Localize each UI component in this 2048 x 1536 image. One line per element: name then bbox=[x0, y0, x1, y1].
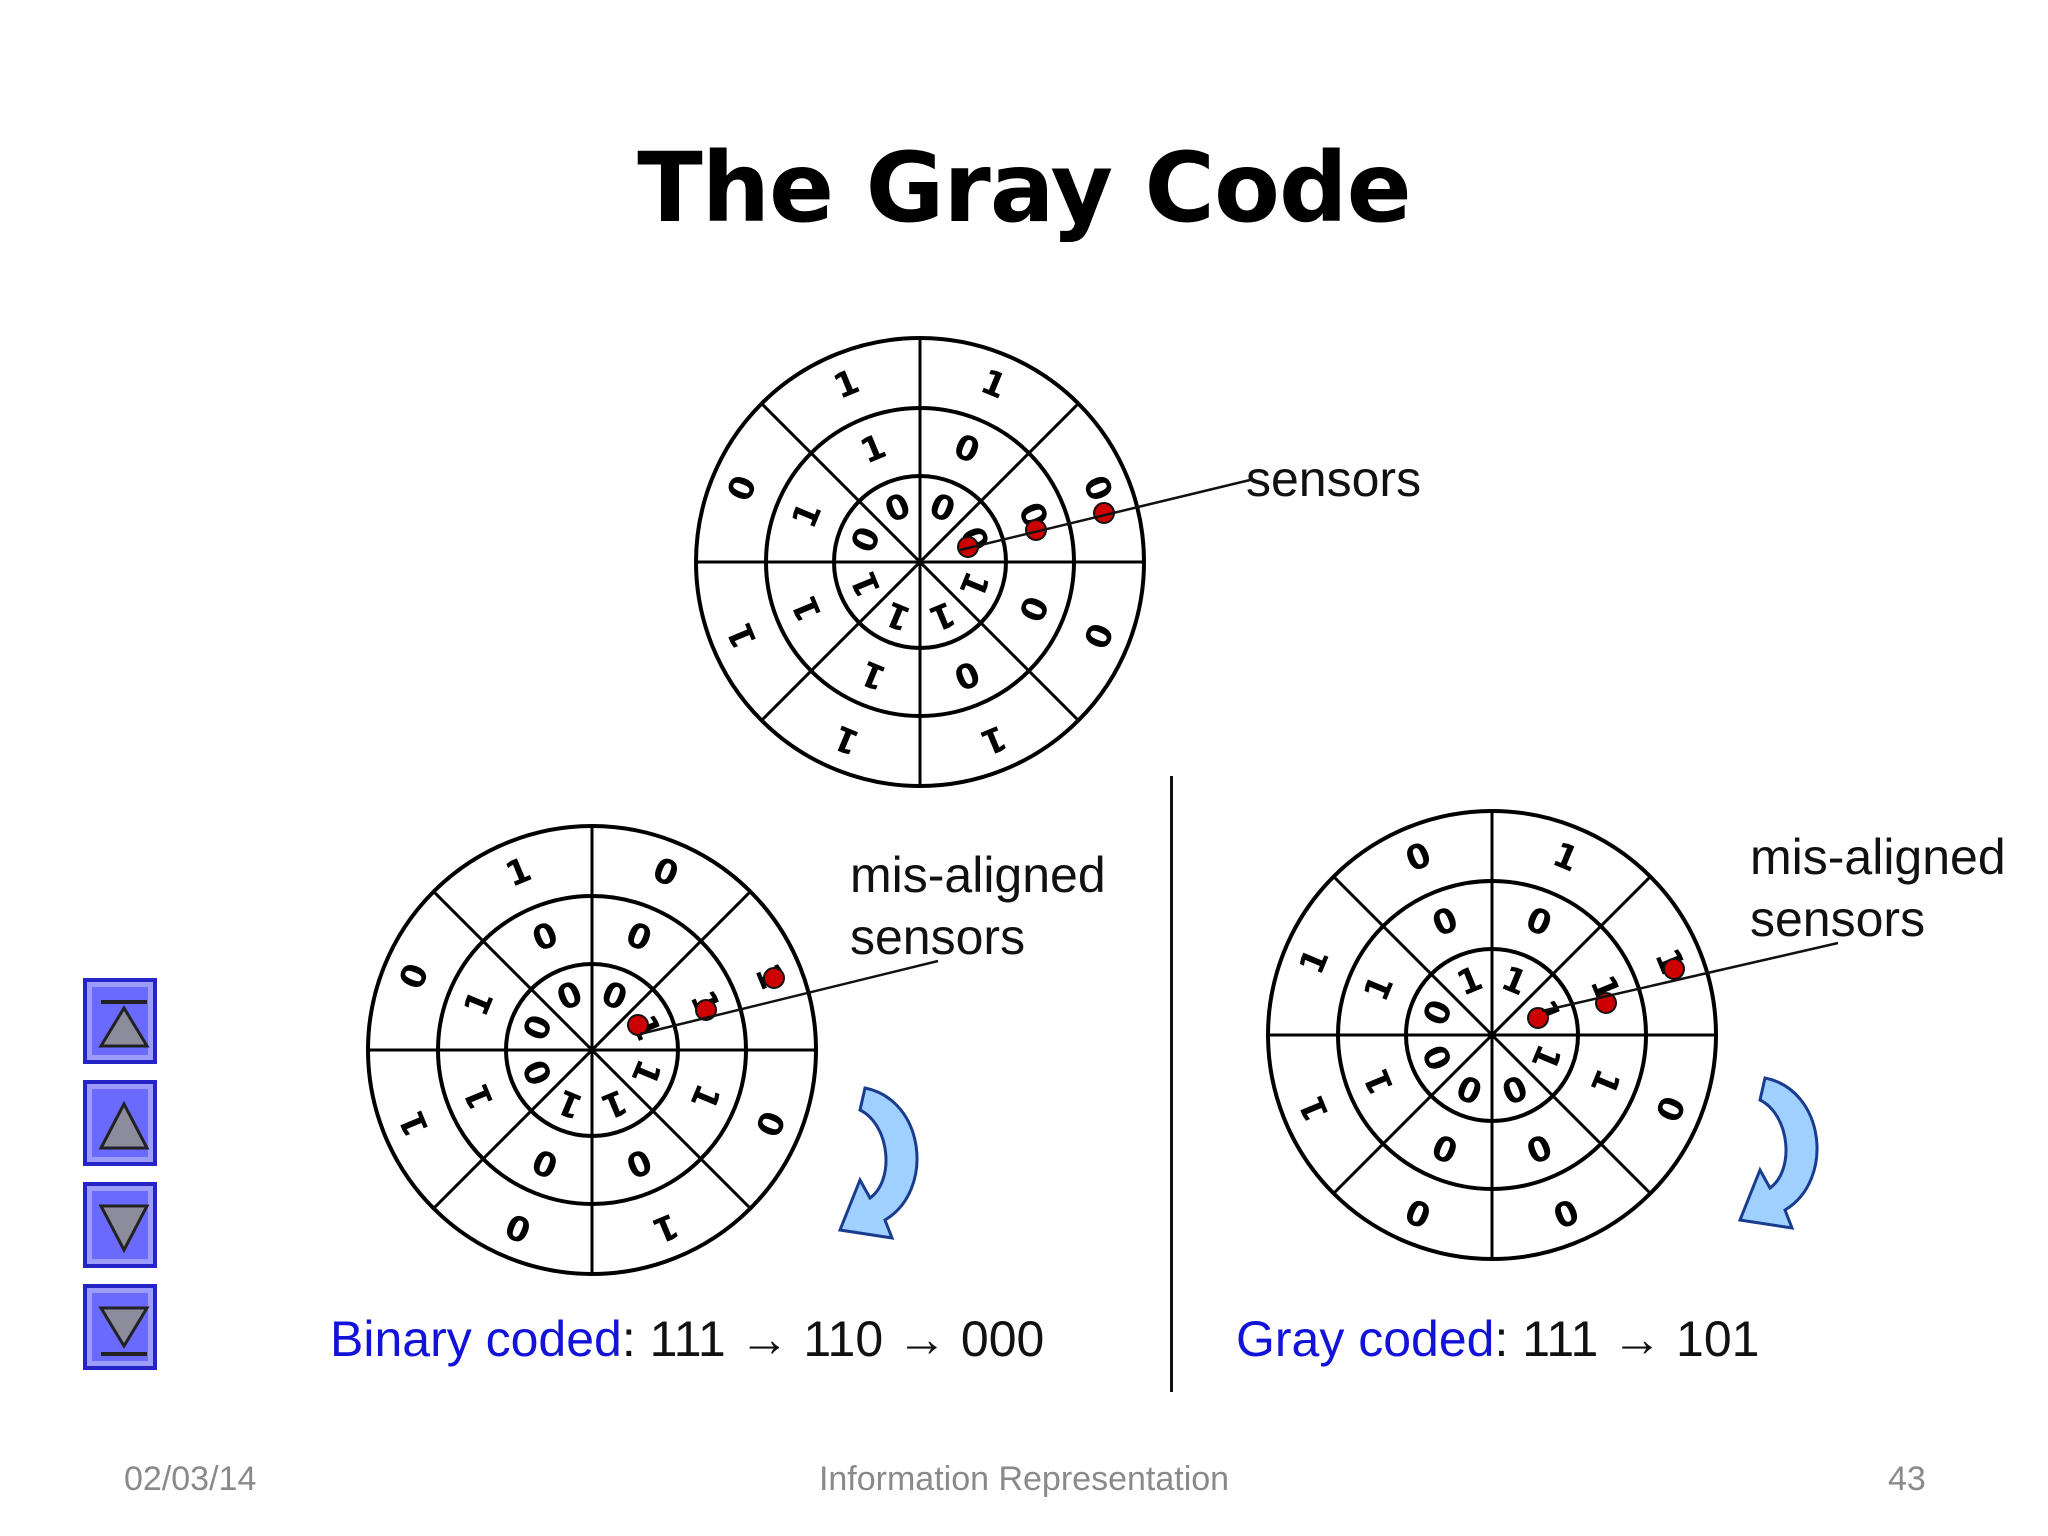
slide-title: The Gray Code bbox=[637, 132, 1412, 244]
sector-divider bbox=[432, 890, 752, 1210]
gray-misaligned-line2: sensors bbox=[1750, 891, 1926, 947]
vertical-divider bbox=[1170, 776, 1173, 1392]
next-slide-icon bbox=[98, 1204, 150, 1254]
sensor-dot bbox=[1527, 1007, 1549, 1029]
binary-misaligned-label: mis-aligned sensors bbox=[850, 844, 1106, 968]
sensor-dot bbox=[627, 1014, 649, 1036]
first-slide-icon bbox=[98, 1000, 150, 1048]
binary-misaligned-line2: sensors bbox=[850, 909, 1026, 965]
binary-coded-sequence: Binary coded: 111 → 110 → 000 bbox=[330, 1310, 1044, 1368]
gray-coded-sequence: Gray coded: 111 → 101 bbox=[1236, 1310, 1759, 1368]
last-slide-icon bbox=[98, 1306, 150, 1356]
sector-divider bbox=[760, 402, 1080, 722]
gray-misaligned-line1: mis-aligned bbox=[1750, 829, 2006, 885]
gray-encoder-disk: 110001100110011011100001 bbox=[1266, 809, 1718, 1261]
sensor-dot bbox=[763, 967, 785, 989]
top-sensors-label: sensors bbox=[1246, 451, 1422, 507]
binary-misaligned-line1: mis-aligned bbox=[850, 847, 1106, 903]
next-slide-button[interactable] bbox=[83, 1182, 157, 1268]
page-number: 43 bbox=[1888, 1460, 1926, 1498]
footer-date: 02/03/14 bbox=[124, 1460, 257, 1498]
first-slide-button[interactable] bbox=[83, 978, 157, 1064]
sensor-dot bbox=[695, 999, 717, 1021]
last-slide-button[interactable] bbox=[83, 1284, 157, 1370]
footer-title: Information Representation bbox=[818, 1460, 1230, 1498]
sensor-dot bbox=[1663, 958, 1685, 980]
binary-coded-values: : 111 → 110 → 000 bbox=[621, 1311, 1045, 1367]
binary-coded-keyword: Binary coded bbox=[330, 1311, 622, 1367]
previous-slide-icon bbox=[98, 1100, 150, 1150]
gray-coded-keyword: Gray coded bbox=[1236, 1311, 1495, 1367]
sector-divider bbox=[1332, 875, 1652, 1195]
binary-encoder-disk: 010101010110011001111000 bbox=[366, 824, 818, 1276]
gray-misaligned-label: mis-aligned sensors bbox=[1750, 826, 2006, 950]
gray-coded-values: : 111 → 101 bbox=[1494, 1311, 1760, 1367]
top-encoder-disk: 100111010000111100111100 bbox=[694, 336, 1146, 788]
previous-slide-button[interactable] bbox=[83, 1080, 157, 1166]
gray-rotation-arrow-icon bbox=[1737, 1076, 1819, 1230]
binary-rotation-arrow-icon bbox=[837, 1086, 919, 1240]
